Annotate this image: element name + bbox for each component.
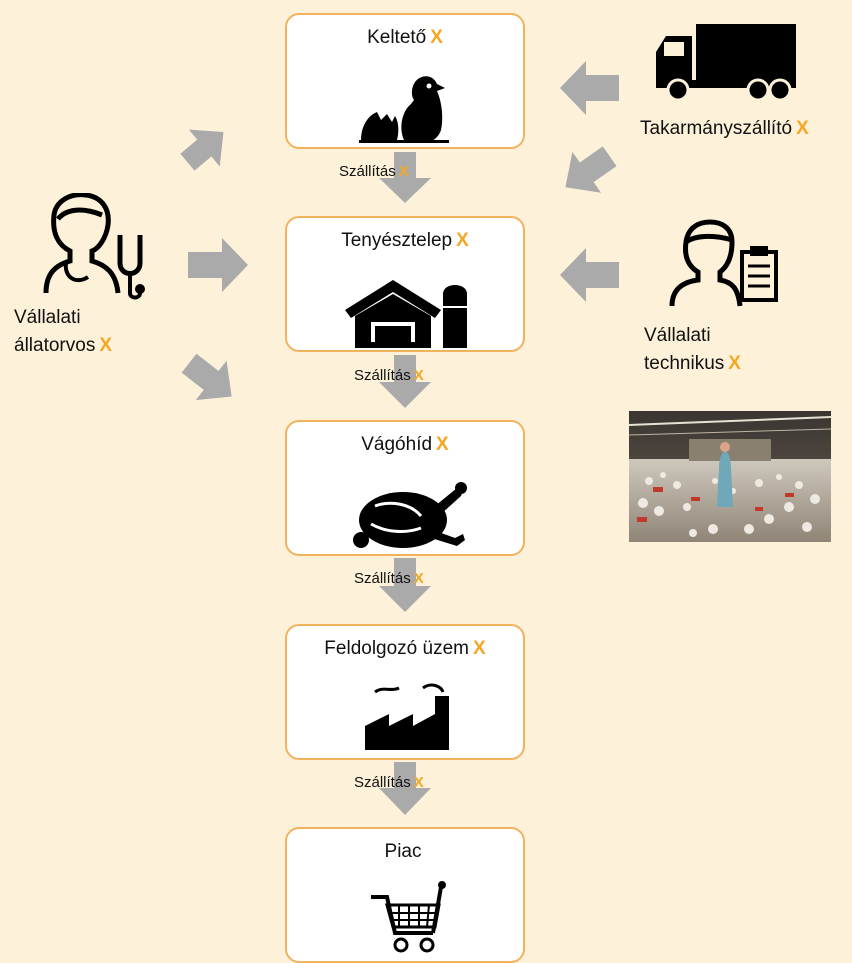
veterinarian-mark: X — [99, 335, 113, 356]
technician-to-farm-arrow — [560, 248, 619, 302]
supplier-to-hatchery-arrow — [560, 61, 619, 115]
market-box: Piac — [285, 827, 525, 963]
supplier-to-farm-arrow — [565, 146, 617, 193]
market-label: Piac — [384, 841, 422, 862]
technician-mark: X — [728, 353, 741, 374]
veterinarian-label-line1: Vállalati — [14, 307, 81, 328]
hatchery-mark: X — [430, 27, 443, 48]
transport-arrow — [379, 762, 431, 815]
transport-mark: X — [398, 163, 409, 180]
poultry-house-photo — [629, 411, 831, 542]
processing-mark: X — [473, 638, 486, 659]
transport-text: Szállítás — [354, 774, 411, 791]
slaughterhouse-mark: X — [436, 434, 449, 455]
transport-mark: X — [413, 774, 424, 791]
feed-supplier-text: Takarmányszállító — [640, 118, 793, 139]
vet-to-farm-arrow — [188, 238, 248, 292]
hatchery-label: Keltető — [367, 27, 427, 48]
farm-barn-silo-icon — [345, 280, 467, 348]
transport-text: Szállítás — [339, 163, 396, 180]
truck-icon — [656, 24, 796, 102]
veterinarian-stethoscope-icon — [43, 193, 145, 300]
technician-label-line1: Vállalati — [644, 325, 711, 346]
transport-arrow — [379, 152, 431, 203]
slaughterhouse-label: Vágóhíd — [361, 434, 433, 455]
farm-mark: X — [456, 230, 469, 251]
veterinarian-label-text: állatorvos — [14, 335, 96, 356]
transport-mark: X — [413, 570, 424, 587]
technician-clipboard-icon — [669, 219, 778, 307]
farm-label: Tenyésztelep — [341, 230, 453, 251]
transport-mark: X — [413, 367, 424, 384]
transport-arrow — [379, 558, 431, 612]
vet-to-hatchery-arrow — [180, 129, 224, 171]
hatching-chick-icon — [359, 76, 449, 143]
vet-to-slaughterhouse-arrow — [181, 353, 232, 401]
shopping-cart-icon — [371, 881, 446, 953]
technician-label-text: technikus — [644, 353, 725, 374]
transport-text: Szállítás — [354, 367, 411, 384]
market-title: Piac — [287, 841, 523, 863]
processing-label: Feldolgozó üzem — [324, 638, 469, 659]
feed-supplier-mark: X — [796, 118, 809, 139]
transport-text: Szállítás — [354, 570, 411, 587]
roast-chicken-icon — [353, 482, 467, 548]
factory-icon — [365, 683, 449, 750]
transport-arrow — [379, 355, 431, 408]
